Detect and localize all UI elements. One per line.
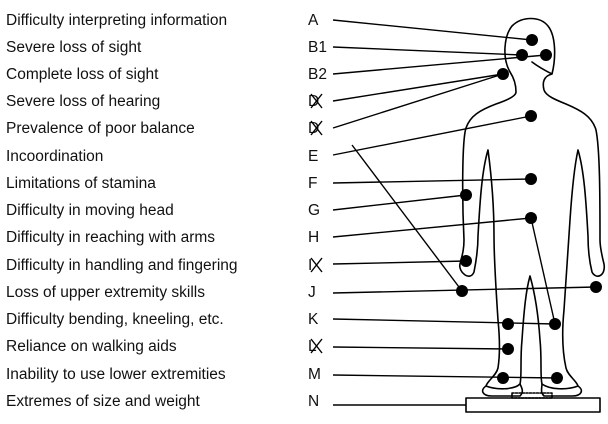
leader-line-b1 bbox=[333, 47, 522, 55]
right-foot bbox=[542, 384, 582, 396]
code-letter: J bbox=[308, 284, 316, 301]
condition-labels: Difficulty interpreting information Seve… bbox=[6, 12, 238, 410]
leader-line-l bbox=[333, 347, 508, 349]
condition-label: Difficulty in reaching with arms bbox=[6, 229, 215, 246]
condition-label: Difficulty in moving head bbox=[6, 202, 174, 219]
marker-dot-l bbox=[502, 343, 514, 355]
condition-label: Extremes of size and weight bbox=[6, 393, 201, 410]
condition-label: Difficulty in handling and fingering bbox=[6, 257, 238, 274]
leader-line-m bbox=[333, 375, 557, 378]
leader-line-d2 bbox=[333, 74, 503, 128]
leader-line-e2 bbox=[352, 145, 462, 291]
condition-label: Difficulty bending, kneeling, etc. bbox=[6, 311, 224, 328]
code-letter: F bbox=[308, 175, 317, 192]
marker-dots bbox=[456, 34, 602, 384]
leader-line-k2 bbox=[531, 218, 555, 324]
marker-dot-h bbox=[525, 212, 537, 224]
condition-label: Reliance on walking aids bbox=[6, 338, 177, 355]
code-letter: G bbox=[308, 202, 320, 219]
marker-dot-d bbox=[497, 68, 509, 80]
marker-dot-i bbox=[460, 255, 472, 267]
leader-line-i bbox=[333, 261, 466, 264]
condition-label: Severe loss of sight bbox=[6, 39, 142, 56]
leader-line-b2 bbox=[333, 55, 546, 74]
leader-line-e bbox=[333, 116, 531, 155]
marker-dot-b1 bbox=[516, 49, 528, 61]
marker-dot-g bbox=[460, 189, 472, 201]
leader-line-f bbox=[333, 179, 531, 183]
code-letter: B1 bbox=[308, 39, 327, 56]
leader-line-k bbox=[333, 319, 555, 324]
condition-label: Severe loss of hearing bbox=[6, 93, 160, 110]
code-letter: N bbox=[308, 393, 319, 410]
marker-dot-j1 bbox=[456, 285, 468, 297]
marker-dot-a bbox=[526, 34, 538, 46]
marker-dot-k2 bbox=[549, 318, 561, 330]
code-letter: M bbox=[308, 366, 321, 383]
leader-lines bbox=[333, 20, 596, 405]
marker-dot-k1 bbox=[502, 318, 514, 330]
body-outline bbox=[460, 19, 604, 389]
leader-line-h bbox=[333, 218, 531, 237]
condition-label: Limitations of stamina bbox=[6, 175, 156, 192]
code-letter: K bbox=[308, 311, 319, 328]
condition-label: Complete loss of sight bbox=[6, 66, 159, 83]
condition-label: Difficulty interpreting information bbox=[6, 12, 227, 29]
condition-label: Loss of upper extremity skills bbox=[6, 284, 205, 301]
marker-dot-b2 bbox=[540, 49, 552, 61]
code-letters: A B1 B2 D D E F G H I J K L M N bbox=[308, 12, 327, 410]
code-letter: A bbox=[308, 12, 319, 29]
marker-dot-j2 bbox=[590, 281, 602, 293]
leader-line-a bbox=[333, 20, 532, 40]
weighing-scale bbox=[466, 398, 600, 412]
condition-label: Incoordination bbox=[6, 148, 103, 165]
leader-line-d1 bbox=[333, 74, 503, 101]
marker-dot-f bbox=[525, 173, 537, 185]
condition-label: Inability to use lower extremities bbox=[6, 366, 226, 383]
marker-dot-m2 bbox=[551, 372, 563, 384]
code-letter: B2 bbox=[308, 66, 327, 83]
marker-dot-e bbox=[525, 110, 537, 122]
code-letter: H bbox=[308, 229, 319, 246]
code-letter: E bbox=[308, 148, 318, 165]
marker-dot-m1 bbox=[497, 372, 509, 384]
condition-label: Prevalence of poor balance bbox=[6, 120, 195, 137]
